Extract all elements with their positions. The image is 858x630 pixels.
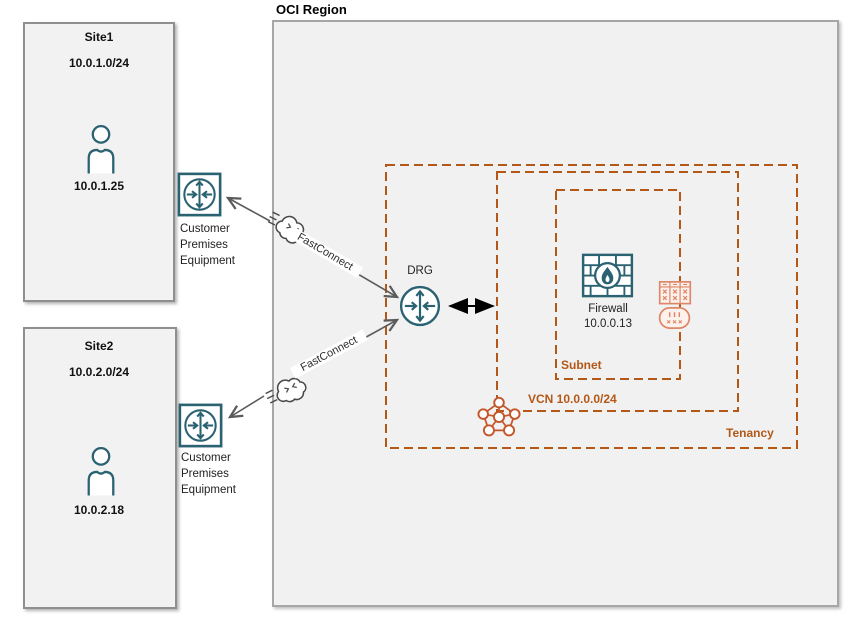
vcn-pentagon-network-icon [477, 394, 521, 438]
person-icon [84, 122, 118, 176]
router-square-icon [177, 172, 222, 217]
site2-title: Site2 [84, 339, 114, 353]
oci-region-title: OCI Region [276, 2, 347, 17]
drg-label: DRG [407, 265, 433, 277]
vcn-label: VCN 10.0.0.0/24 [528, 392, 617, 406]
site1-host-ip: 10.0.1.25 [73, 179, 125, 193]
subnet-label: Subnet [561, 358, 602, 372]
firewall-ip: 10.0.0.13 [584, 318, 632, 330]
site1-cidr: 10.0.1.0/24 [68, 56, 130, 70]
router-square-icon [178, 403, 223, 448]
security-list-icon [658, 306, 691, 330]
fast-cloud-icon [259, 363, 316, 416]
firewall-brick-flame-icon [581, 253, 634, 298]
oci-region-box [272, 20, 839, 607]
cpe2-label: Customer Premises Equipment [181, 452, 236, 496]
site2-box [23, 327, 177, 609]
site1-title: Site1 [84, 30, 114, 44]
route-table-icon [658, 280, 692, 305]
tenancy-label: Tenancy [726, 426, 774, 440]
router-circle-icon [398, 284, 442, 328]
firewall-label: Firewall [588, 303, 628, 315]
arrow-fastconnect2-to-cpe2 [227, 395, 265, 419]
site2-cidr: 10.0.2.0/24 [68, 365, 130, 379]
arrow-fastconnect1-to-cpe1 [225, 196, 271, 222]
person-icon [84, 444, 118, 498]
cpe1-label: Customer Premises Equipment [180, 223, 235, 267]
site2-host-ip: 10.0.2.18 [73, 503, 125, 517]
